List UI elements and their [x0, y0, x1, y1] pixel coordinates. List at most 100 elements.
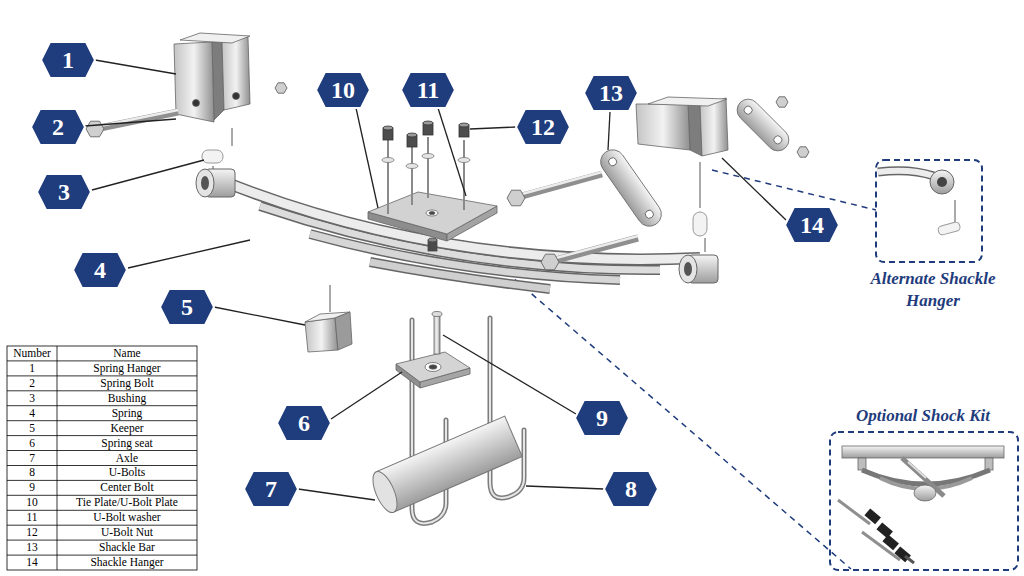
table-cell: Number — [7, 346, 57, 361]
shackle-bar — [772, 134, 783, 145]
inset-box: Alternate Shackle Hanger — [848, 158, 1018, 314]
leader-line — [92, 160, 204, 190]
hex-nut — [275, 83, 287, 93]
table-cell: U-Bolt washer — [57, 510, 197, 525]
callout-hexagon: 4 — [72, 251, 128, 289]
u-bolt-washer — [458, 158, 470, 163]
callout-number: 13 — [583, 74, 639, 112]
leader-line — [438, 108, 466, 196]
center-bolt — [432, 312, 442, 355]
alignment-line — [232, 128, 233, 146]
table-cell: 5 — [7, 421, 57, 436]
table-cell: 7 — [7, 451, 57, 466]
leader-line — [95, 60, 176, 74]
callout-hexagon: 11 — [400, 71, 456, 109]
callout-number: 12 — [515, 108, 571, 146]
table-cell: Keeper — [57, 421, 197, 436]
parts-table-grid — [7, 360, 197, 361]
parts-table-grid — [7, 525, 197, 526]
callout-hexagon: 8 — [603, 470, 659, 508]
shackle-hanger — [636, 97, 728, 156]
table-cell: Shackle Hanger — [57, 555, 197, 570]
hexagon-shape — [244, 471, 298, 507]
center-bolt-nut — [428, 238, 437, 242]
shackle-bar — [596, 145, 666, 231]
table-cell: 6 — [7, 436, 57, 451]
shackle-hanger — [636, 104, 690, 150]
hexagon-shape — [785, 207, 839, 243]
shackle-bar — [742, 104, 753, 115]
alternate-shackle-art — [930, 170, 954, 194]
u-bolt-nut — [383, 121, 469, 147]
callout-hexagon: 13 — [583, 74, 639, 112]
shackle-bar — [733, 95, 794, 156]
leader-line — [470, 127, 516, 129]
parts-table-grid — [7, 450, 197, 451]
table-cell: Name — [57, 346, 197, 361]
u-bolt-washer — [382, 158, 394, 163]
alternate-shackle-art — [937, 177, 947, 187]
shock-kit-art — [908, 462, 926, 478]
u-bolt-washer — [406, 164, 418, 169]
dashed-frame — [876, 160, 982, 262]
leaf-spring — [201, 176, 209, 190]
spring-seat — [425, 363, 441, 372]
shock-kit-art — [914, 485, 936, 501]
callout-number: 7 — [243, 470, 299, 508]
leader-line — [85, 60, 786, 500]
parts-table-grid — [7, 390, 197, 391]
leader-line — [331, 372, 402, 419]
spring-seat — [396, 352, 470, 382]
table-cell: U-Bolt Nut — [57, 525, 197, 540]
alignment-line — [213, 128, 705, 312]
dashed-frame — [826, 405, 1020, 572]
callout-number: 4 — [72, 251, 128, 289]
parts-table-grid — [7, 346, 197, 570]
leader-line — [128, 240, 250, 268]
callout-number: 8 — [603, 470, 659, 508]
callout-number: 14 — [784, 206, 840, 244]
hex-nut — [797, 147, 809, 157]
keeper — [335, 312, 352, 350]
spring-hanger — [222, 37, 250, 110]
table-cell: Axle — [57, 451, 197, 466]
shock-kit-art — [864, 508, 881, 524]
dashed-frame — [830, 432, 1018, 570]
leaf-spring — [196, 169, 214, 197]
u-bolt-stud — [388, 137, 464, 214]
spring-hanger — [233, 93, 240, 100]
alternate-shackle-art — [878, 171, 934, 176]
alignment-line — [330, 285, 331, 312]
u-bolt-nut — [383, 126, 393, 130]
table-cell: Spring Bolt — [57, 376, 197, 391]
table-cell: Shackle Bar — [57, 540, 197, 555]
shock-kit-art — [842, 446, 1004, 458]
alternate-shackle-art — [955, 200, 956, 222]
shackle-bolt — [541, 254, 559, 270]
spring-seat — [396, 352, 470, 388]
shackle-bar — [607, 156, 618, 167]
parts-table-grid — [7, 540, 197, 541]
shock-kit-art — [882, 534, 899, 550]
parts-table-grid — [7, 375, 197, 376]
hexagon-shape — [160, 289, 214, 325]
table-cell: 2 — [7, 376, 57, 391]
inset-title: Alternate Shackle Hanger — [848, 268, 1018, 312]
bushing — [693, 212, 707, 236]
table-cell: U-Bolts — [57, 465, 197, 480]
callout-number: 9 — [574, 399, 630, 437]
shackle-bar — [596, 145, 666, 231]
shackle-bolt — [522, 174, 602, 196]
u-bolt-stud — [411, 147, 413, 205]
table-cell: Bushing — [57, 391, 197, 406]
shackle-bar — [644, 209, 655, 220]
alignment-line — [705, 238, 706, 252]
table-cell: 11 — [7, 510, 57, 525]
callout-hexagon: 10 — [315, 71, 371, 109]
hexagon-shape — [516, 109, 570, 145]
table-cell: Center Bolt — [57, 480, 197, 495]
table-cell: Tie Plate/U-Bolt Plate — [57, 495, 197, 510]
